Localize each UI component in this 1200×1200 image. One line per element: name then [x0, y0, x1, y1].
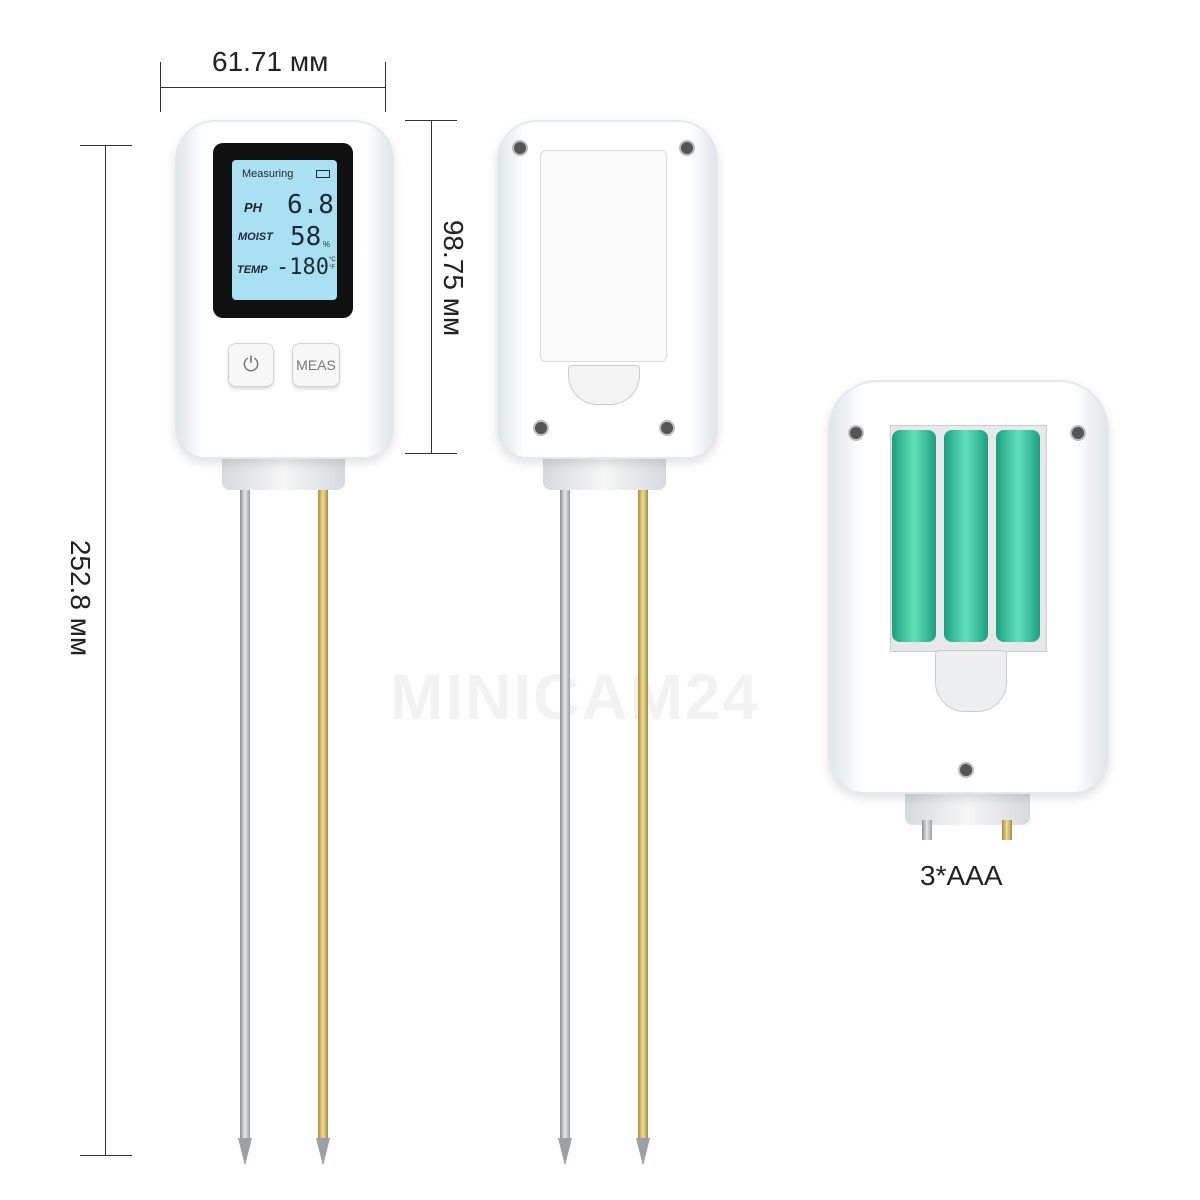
temp-label: TEMP	[237, 264, 268, 276]
body-height-tick-top	[405, 120, 457, 121]
battery	[892, 430, 936, 642]
moist-value: 58	[290, 222, 322, 252]
moist-label: MOIST	[238, 231, 273, 243]
probe-tip	[636, 1138, 650, 1166]
ph-value: 6.8	[287, 190, 334, 220]
body-height-dimension-line	[431, 120, 432, 453]
silver-probe-stub	[922, 820, 932, 840]
total-height-tick-top	[80, 145, 132, 146]
width-tick-right	[385, 62, 386, 112]
temp-value: -180	[276, 255, 329, 280]
battery	[996, 430, 1040, 642]
moist-unit: %	[323, 240, 331, 249]
battery-type-label: 3*AAA	[920, 860, 1003, 891]
ph-label: PH	[244, 200, 263, 215]
silver-probe	[560, 490, 570, 1140]
gold-probe-stub	[1002, 820, 1012, 840]
width-dimension-line	[160, 87, 385, 88]
battery-cover-latch[interactable]	[568, 365, 640, 405]
compartment-latch	[935, 650, 1007, 712]
battery	[944, 430, 988, 642]
screw	[533, 420, 549, 436]
probe-tip	[238, 1138, 252, 1166]
width-tick-left	[160, 62, 161, 112]
screw	[1070, 425, 1086, 441]
screw	[679, 140, 695, 156]
screw	[659, 420, 675, 436]
probe-tip	[558, 1138, 572, 1166]
screw	[848, 425, 864, 441]
power-icon: ⏻	[243, 353, 259, 376]
body-height-dimension-label: 98.75 мм	[438, 219, 470, 337]
temp-unit: °C °F	[329, 257, 336, 271]
body-height-tick-bottom	[405, 453, 457, 454]
total-height-tick-bottom	[80, 1155, 132, 1156]
power-button[interactable]: ⏻	[228, 343, 274, 387]
watermark: MINICAM24	[390, 661, 761, 733]
screw	[958, 762, 974, 778]
total-height-dimension-label: 252.8 мм	[65, 539, 97, 657]
silver-probe	[240, 490, 250, 1140]
meas-button[interactable]: MEAS	[292, 343, 340, 387]
battery-cover[interactable]	[540, 150, 667, 362]
lcd-status: Measuring	[242, 168, 294, 180]
gold-probe	[638, 490, 648, 1140]
width-dimension-label: 61.71 мм	[212, 46, 329, 77]
battery-level-icon	[316, 170, 330, 178]
probe-tip	[316, 1138, 330, 1166]
gold-probe	[318, 490, 328, 1140]
screw	[512, 140, 528, 156]
total-height-dimension-line	[105, 145, 106, 1155]
lcd-display: Measuring PH 6.8 MOIST 58 % TEMP -180 °C…	[232, 160, 337, 300]
